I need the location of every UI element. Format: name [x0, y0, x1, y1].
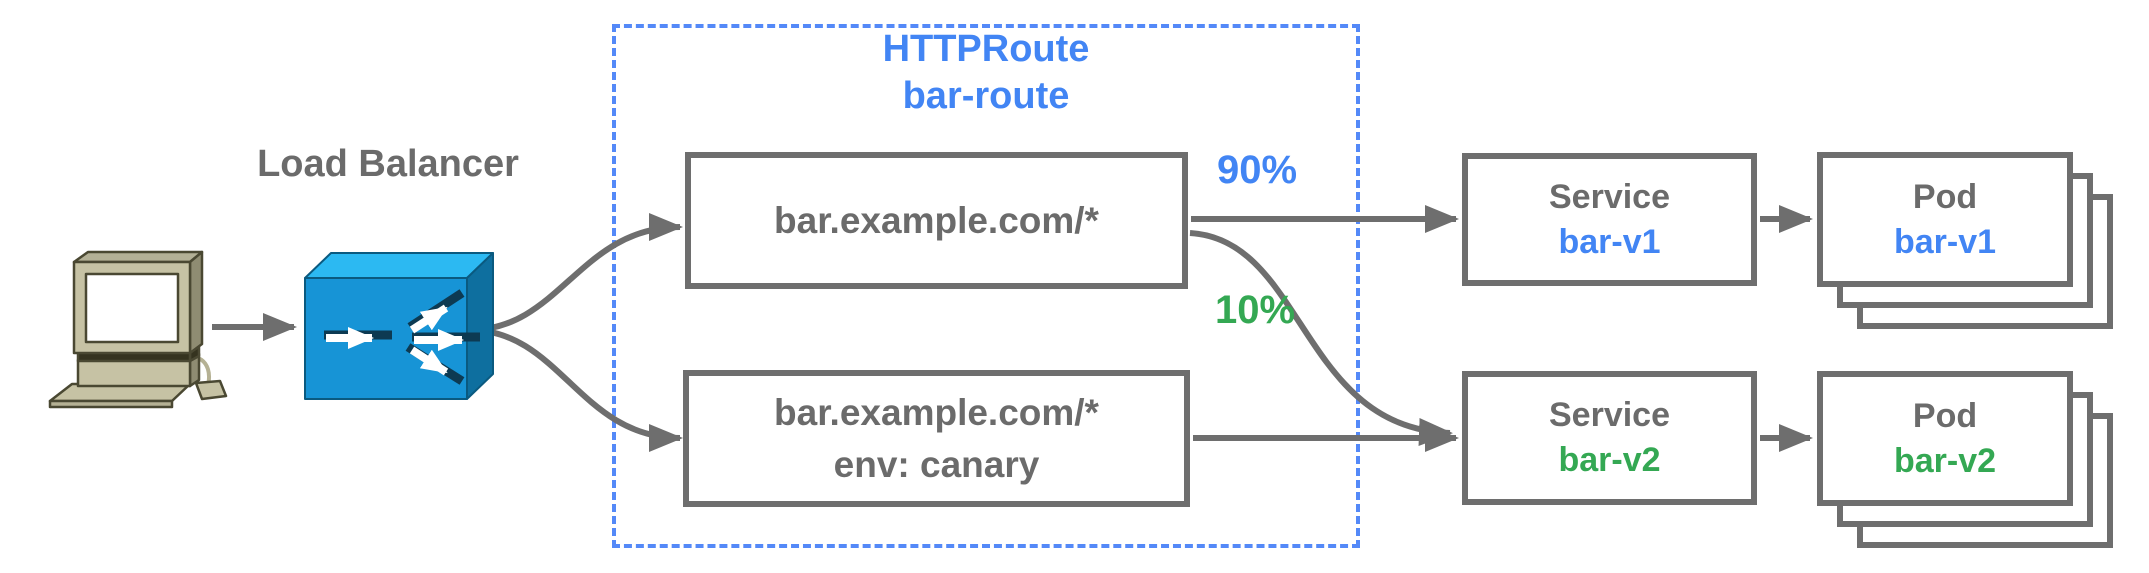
service-name-label: bar-v1 — [1558, 222, 1661, 261]
service-name-label: bar-v2 — [1558, 441, 1661, 479]
service-kind-label: Service — [1549, 177, 1670, 216]
load-balancer-traffic-arrows — [324, 289, 480, 385]
service-bar-v2: Service bar-v2 — [1462, 371, 1757, 505]
httproute-name-label: bar-route — [902, 75, 1070, 117]
route-rule-2-match: bar.example.com/* — [774, 391, 1099, 433]
httproute-group-title: HTTPRoute bar-route — [612, 26, 1360, 120]
route-rule-2-header: env: canary — [833, 443, 1040, 485]
pod-kind-label: Pod — [1912, 396, 1978, 435]
arrow-lb-to-route1 — [469, 213, 683, 333]
route-rule-1: bar.example.com/* — [685, 152, 1188, 289]
service-kind-label: Service — [1549, 396, 1670, 434]
pod-kind-label: Pod — [1912, 177, 1978, 216]
pod-name-label: bar-v2 — [1893, 441, 1997, 480]
service-bar-v1: Service bar-v1 — [1462, 153, 1757, 286]
route-rule-1-match: bar.example.com/* — [774, 199, 1099, 241]
httproute-kind-label: HTTPRoute — [882, 28, 1090, 70]
httproute-group-border — [612, 24, 1360, 548]
computer-icon — [48, 250, 228, 409]
load-balancer-icon — [304, 252, 494, 400]
pod-name-label: bar-v1 — [1893, 222, 1997, 261]
arrow-route1-to-service2-canary — [1189, 230, 1453, 446]
arrow-lb-to-route2 — [469, 327, 683, 452]
weight-label-10: 10% — [1214, 288, 1296, 332]
pod-bar-v1: Pod bar-v1 — [1817, 152, 2073, 287]
load-balancer-label: Load Balancer — [257, 143, 519, 185]
route-rule-2: bar.example.com/* env: canary — [683, 370, 1190, 507]
weight-label-90: 90% — [1216, 148, 1298, 192]
pod-bar-v2: Pod bar-v2 — [1817, 371, 2073, 506]
